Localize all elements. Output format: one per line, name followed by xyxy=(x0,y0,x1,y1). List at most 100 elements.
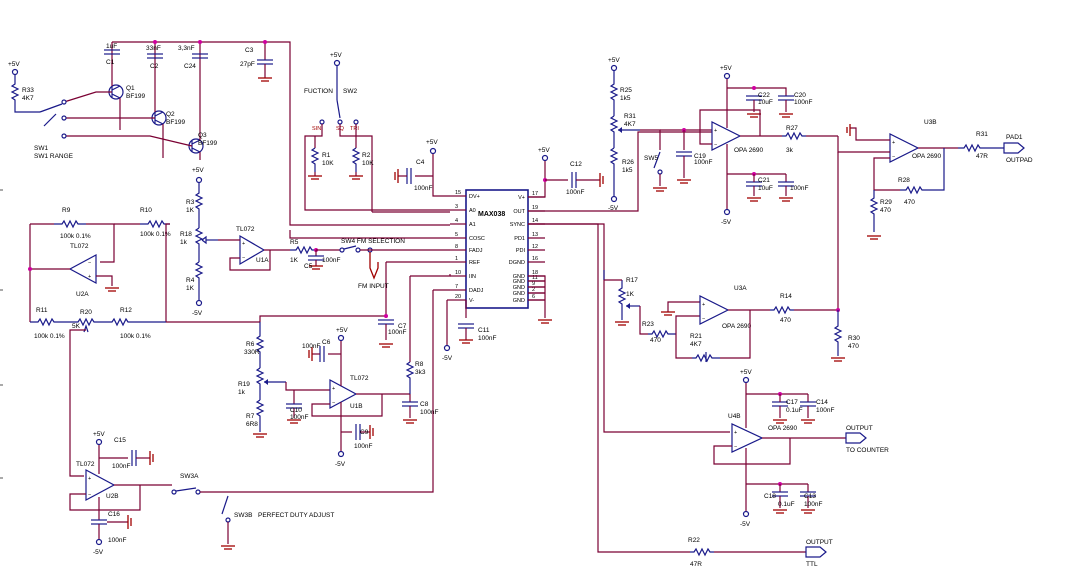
opamp-top-opa2690: + − OPA 2690 +5V C22 10uF C20 100nF -5V … xyxy=(699,65,838,226)
c18-value: 0.1uF xyxy=(778,501,795,508)
ic-left-pin-number: 5 xyxy=(455,232,458,238)
r20-ref: R20 xyxy=(80,309,92,316)
top-bus-wires xyxy=(111,40,450,226)
c24-value: 3,3nF xyxy=(178,45,195,52)
u4b-ref: U4B xyxy=(728,413,741,420)
r10-value: 100k 0.1% xyxy=(140,231,171,238)
c3-ref: C3 xyxy=(245,47,254,54)
svg-text:−: − xyxy=(88,260,91,266)
r28-value: 470 xyxy=(904,199,915,206)
r14-value: 470 xyxy=(780,317,791,324)
r2-ref: R2 xyxy=(362,152,371,159)
opamp-u3b: U3B + − OPA 2690 R28 470 R29 470 R31 47R… xyxy=(837,119,1033,240)
r26-ref: R26 xyxy=(622,159,634,166)
c13-ref: C13 xyxy=(804,493,816,500)
c16-value: 100nF xyxy=(108,537,126,544)
q3-ref: Q3 xyxy=(198,132,207,139)
q2-ref: Q2 xyxy=(166,111,175,118)
svg-text:+: + xyxy=(242,241,245,247)
cap-c2: 33nF C2 xyxy=(146,45,163,70)
svg-text:+: + xyxy=(892,140,895,146)
ic-right-pin-number: 18 xyxy=(532,270,538,276)
ic-right-pin-number: 9 xyxy=(532,281,535,287)
sw1-range: SW1 SW1 RANGE xyxy=(34,99,74,160)
r31-value: 4K7 xyxy=(624,121,636,128)
u2b-supply: +5V xyxy=(93,431,105,438)
r1-value: 10K xyxy=(322,160,334,167)
sw3a-label: SW3A xyxy=(180,473,199,480)
r11-ref: R11 xyxy=(36,307,48,314)
c1-value: 1uF xyxy=(106,43,117,50)
ic-left-pin-number: 7 xyxy=(455,284,458,290)
u4b-type: OPA 2690 xyxy=(768,425,798,432)
ic-left-pin-name: REF xyxy=(469,260,481,266)
c24-ref: C24 xyxy=(184,63,196,70)
ttl-output: R22 47R OUTPUT TTL xyxy=(688,537,833,568)
opamp-u1b-section: C7 100nF R6 330R R19 1k R7 6R8 C10 100nF… xyxy=(238,314,438,468)
ic-right-pin-name: DGND xyxy=(509,260,525,266)
r8-value: 3k3 xyxy=(415,369,426,376)
q1-type: BF199 xyxy=(126,93,146,100)
u1a-ref: U1A xyxy=(256,257,269,264)
opamp-u1a: + − TL072 U1A xyxy=(218,226,290,271)
c10-ref: C10 xyxy=(290,407,302,414)
c22-ref: C22 xyxy=(758,92,770,99)
ic-right-pin-name: GND xyxy=(513,291,525,297)
c15-value: 100nF xyxy=(112,463,130,470)
q2-type: BF199 xyxy=(166,119,186,126)
ic-right-pin-name: OUT xyxy=(513,209,525,215)
opamp-u2a-section: R9 100k 0.1% R10 100k 0.1% − + TL072 U2A… xyxy=(28,207,260,477)
ic-left-pin-number: 3 xyxy=(455,204,458,210)
u2b-ref: U2B xyxy=(106,493,119,500)
svg-text:+: + xyxy=(702,302,705,308)
r22-value: 47R xyxy=(690,561,702,568)
svg-text:−: − xyxy=(734,444,737,450)
r29-value: 470 xyxy=(880,207,891,214)
r12-value: 100k 0.1% xyxy=(120,333,151,340)
r25-supply: +5V xyxy=(608,57,620,64)
ic-left-pin-name: A0 xyxy=(469,208,476,214)
r6-ref: R6 xyxy=(246,341,255,348)
ic-left-pin-number: 1 xyxy=(455,256,458,262)
r30-value: 470 xyxy=(848,343,859,350)
ic-left-pin-name: IIN xyxy=(469,274,476,280)
r3-value: 1K xyxy=(186,207,195,214)
r1-ref: R1 xyxy=(322,152,331,159)
u3b-type: OPA 2690 xyxy=(912,153,942,160)
ic-right-pin-name: PDI xyxy=(516,248,526,254)
u1b-supply: +5V xyxy=(336,327,348,334)
ic-right-pin-name: SYNC xyxy=(510,222,525,228)
c4-supply: +5V xyxy=(426,139,438,146)
ic-right-pin-name: GND xyxy=(513,285,525,291)
r4-ref: R4 xyxy=(186,277,195,284)
ic-left-pin-number: 20 xyxy=(455,294,461,300)
r31b-value: 47R xyxy=(976,153,988,160)
sw2-supply: +5V xyxy=(330,52,342,59)
c11-ref: C11 xyxy=(478,327,490,334)
ic-right-pin-number: 11 xyxy=(532,275,538,281)
q1-ref: Q1 xyxy=(126,85,135,92)
r27-value: 3k xyxy=(786,147,794,154)
ttl-label: TTL xyxy=(806,561,818,568)
r33-value: 4K7 xyxy=(22,95,34,102)
ic-name: MAX038 xyxy=(478,211,505,218)
cap-c3: C3 27pF xyxy=(240,47,273,82)
r17-ref: R17 xyxy=(626,277,638,284)
ic-right-pin-name: PD1 xyxy=(514,236,525,242)
u1b-ref: U1B xyxy=(350,403,363,410)
r5-value: 1K xyxy=(290,257,299,264)
ic-left-pin-name: COSC xyxy=(469,236,485,242)
r25-r31-r26-network: +5V R25 1k5 R31 4K7 R26 1k5 -5V SW5 C19 … xyxy=(608,57,712,212)
r31-ref: R31 xyxy=(624,113,636,120)
c11-value: 100nF xyxy=(478,335,496,342)
c5-value: 100nF xyxy=(322,257,340,264)
ic-left-pin-number: 8 xyxy=(455,244,458,250)
output1-label: OUTPUT xyxy=(846,425,873,432)
r30-ref: R30 xyxy=(848,335,860,342)
c6-ref: C6 xyxy=(322,339,331,346)
u-top-type: OPA 2690 xyxy=(734,147,764,154)
output2-label: OUTPUT xyxy=(806,539,833,546)
r26-supply: -5V xyxy=(608,205,619,212)
svg-text:−: − xyxy=(702,316,705,322)
